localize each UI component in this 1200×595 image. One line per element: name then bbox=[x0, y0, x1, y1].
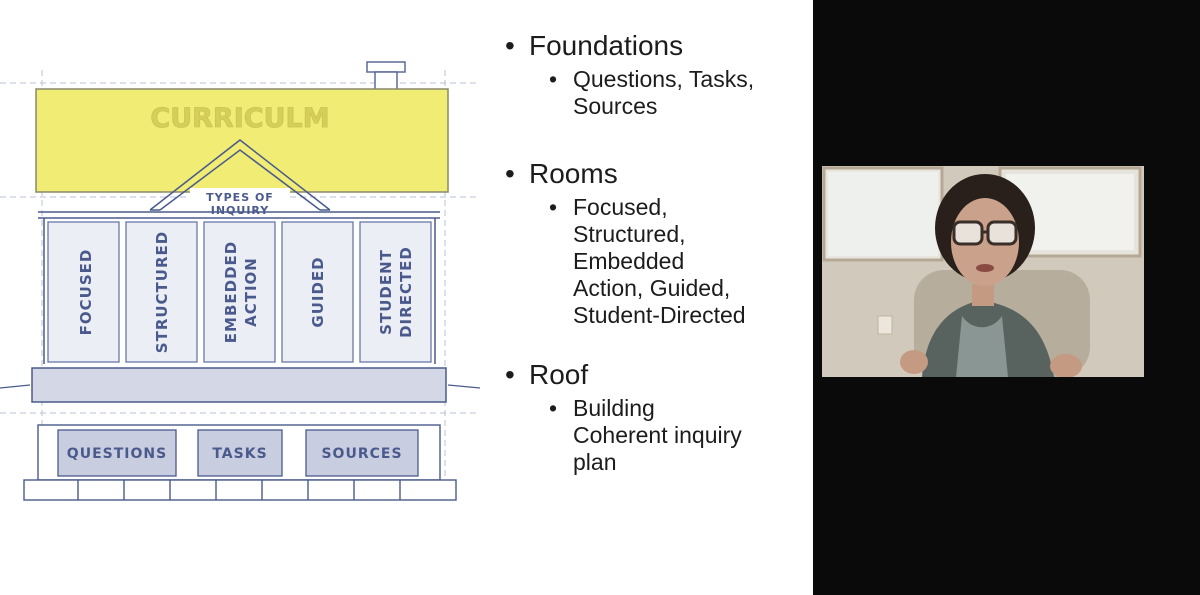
room-label-action: ACTION bbox=[242, 257, 260, 327]
types-label-line2: INQUIRY bbox=[211, 204, 270, 217]
room-embedded-action bbox=[203, 221, 276, 363]
sub-bullet-text: Building Coherent inquiry plan bbox=[573, 395, 742, 475]
room-focused bbox=[47, 221, 120, 363]
presentation-slide: CURRICULM TYPES OF INQUIRY bbox=[0, 0, 805, 595]
sub-bullet-dot: • bbox=[549, 395, 558, 421]
bullet-dot: • bbox=[505, 30, 515, 61]
bullet-dot: • bbox=[505, 359, 515, 390]
bullet-title-text: Roof bbox=[529, 359, 589, 390]
roof-band bbox=[35, 88, 449, 193]
sub-bullet-dot: • bbox=[549, 194, 558, 220]
house-drawing: CURRICULM TYPES OF INQUIRY bbox=[0, 61, 480, 501]
room-label-guided: GUIDED bbox=[309, 256, 327, 327]
bullet-title: • Roof bbox=[505, 359, 805, 391]
room-student-directed bbox=[359, 221, 432, 363]
sub-bullet: • Questions, Tasks, Sources bbox=[549, 66, 805, 120]
bullet-dot: • bbox=[505, 158, 515, 189]
bullet-group-roof: • Roof • Building Coherent inquiry plan bbox=[505, 359, 805, 476]
bullet-title: • Rooms bbox=[505, 158, 805, 190]
rooms bbox=[47, 221, 432, 363]
person-video-feed-icon bbox=[822, 166, 1144, 377]
room-label-structured: STRUCTURED bbox=[153, 231, 171, 353]
sub-bullet: • Building Coherent inquiry plan bbox=[549, 395, 805, 476]
floor-slab bbox=[0, 367, 480, 403]
room-label-directed: DIRECTED bbox=[397, 246, 415, 338]
sub-bullet-text: Questions, Tasks, Sources bbox=[573, 66, 755, 119]
block-label-tasks: TASKS bbox=[212, 446, 267, 462]
block-tasks bbox=[197, 429, 283, 477]
bullet-group-rooms: • Rooms • Focused, Structured, Embedded … bbox=[505, 158, 805, 329]
block-sources bbox=[305, 429, 419, 477]
bullet-list: • Foundations • Questions, Tasks, Source… bbox=[505, 30, 805, 498]
gable bbox=[149, 139, 331, 211]
sub-bullet: • Focused, Structured, Embedded Action, … bbox=[549, 194, 805, 329]
inquiry-house-diagram: CURRICULM TYPES OF INQUIRY bbox=[0, 0, 480, 595]
room-structured bbox=[125, 221, 198, 363]
bullet-title-text: Rooms bbox=[529, 158, 618, 189]
bullet-group-foundations: • Foundations • Questions, Tasks, Source… bbox=[505, 30, 805, 120]
block-label-questions: QUESTIONS bbox=[67, 446, 167, 462]
room-label-embedded: EMBEDDED bbox=[222, 241, 240, 343]
wall-frame bbox=[38, 211, 440, 364]
participant-video-tile[interactable] bbox=[822, 166, 1144, 377]
sub-bullet-dot: • bbox=[549, 66, 558, 92]
room-label-student: STUDENT bbox=[377, 249, 395, 335]
room-guided bbox=[281, 221, 354, 363]
room-label-focused: FOCUSED bbox=[77, 249, 95, 336]
types-label-line1: TYPES OF bbox=[206, 191, 274, 204]
bullet-title: • Foundations bbox=[505, 30, 805, 62]
types-label-bg bbox=[190, 188, 290, 214]
block-questions bbox=[57, 429, 177, 477]
roof-label: CURRICULM bbox=[150, 103, 329, 134]
block-label-sources: SOURCES bbox=[321, 446, 402, 462]
chimney bbox=[366, 61, 406, 91]
foundation-blocks bbox=[57, 429, 419, 477]
sub-bullet-text: Focused, Structured, Embedded Action, Gu… bbox=[573, 194, 746, 328]
bullet-title-text: Foundations bbox=[529, 30, 684, 61]
